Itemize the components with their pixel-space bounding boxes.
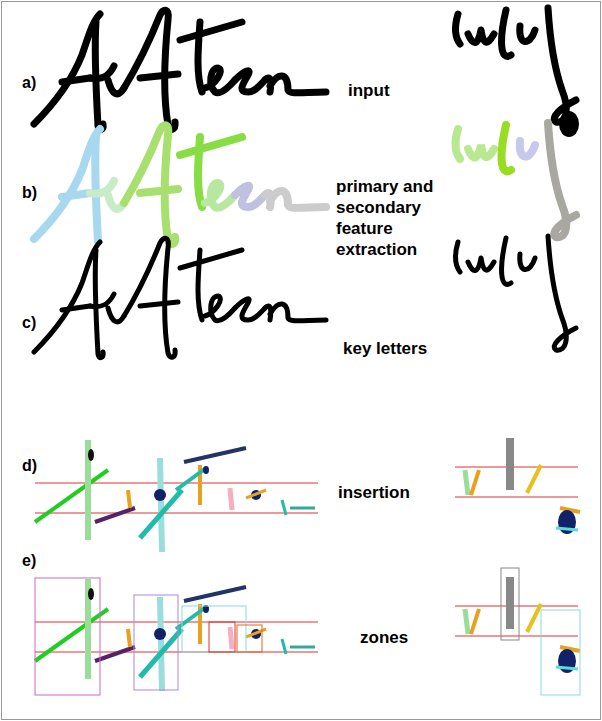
panel-letter: d) <box>22 455 37 476</box>
panel-letter: e) <box>22 550 36 571</box>
insertion-segments <box>35 438 580 552</box>
feature-extraction <box>34 123 576 244</box>
step-label: key letters <box>343 338 427 359</box>
step-label: input <box>348 80 390 101</box>
step-label: zones <box>360 627 408 648</box>
handwriting-input <box>34 8 576 130</box>
step-label: primary and secondary feature extraction <box>336 176 458 260</box>
zone-segments <box>35 577 580 691</box>
panel-letter: b) <box>22 182 37 203</box>
key-letters-image <box>34 236 576 358</box>
panel-letter: a) <box>22 72 36 93</box>
zone-boxes <box>35 568 580 695</box>
step-label: insertion <box>338 482 410 503</box>
panel-letter: c) <box>22 312 36 333</box>
ink-blob <box>559 111 579 137</box>
